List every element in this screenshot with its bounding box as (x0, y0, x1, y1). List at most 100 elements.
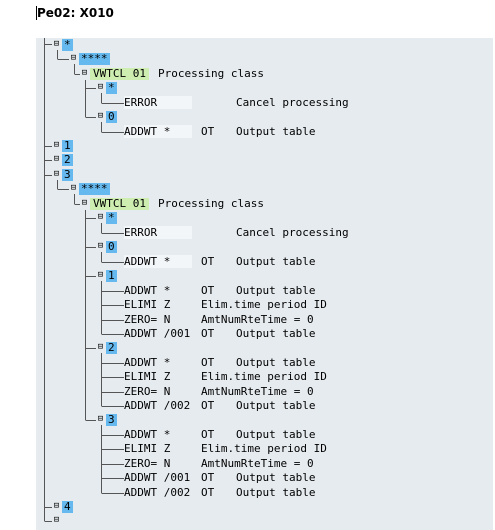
tree-leaf-addwt-001[interactable]: ADDWT /001 OT Output table (124, 327, 315, 340)
leaf-code: OT (201, 356, 215, 369)
collapse-icon[interactable]: ⊟ (81, 198, 88, 208)
collapse-icon[interactable]: ⊟ (97, 111, 104, 121)
field-name: ZERO= N (124, 457, 171, 470)
tree-node-0[interactable]: ⊟0 (96, 240, 117, 253)
field-name: ELIMI Z (124, 442, 171, 455)
tree-node-star[interactable]: ⊟* (96, 211, 117, 224)
leaf-text: Output table (236, 471, 316, 484)
leaf-text: Elim.time period ID (201, 442, 327, 455)
tree-node-star[interactable]: ⊟* (52, 38, 73, 51)
tree-leaf-zero[interactable]: ZERO= N AmtNumRteTime = 0 (124, 457, 314, 470)
leaf-text: Elim.time period ID (201, 298, 327, 311)
node-key: * (106, 80, 117, 94)
node-key: 2 (106, 340, 117, 354)
leaf-text: Output table (236, 356, 316, 369)
leaf-text: Output table (236, 399, 316, 412)
tree-leaf-addwt[interactable]: ADDWT * OT Output table (124, 125, 315, 138)
leaf-text: Output table (236, 125, 316, 138)
leaf-text: Output table (236, 486, 316, 499)
leaf-text: Output table (236, 327, 316, 340)
leaf-code: OT (201, 486, 215, 499)
leaf-text: AmtNumRteTime = 0 (201, 313, 314, 326)
page-title: Pe02: X010 (37, 6, 114, 20)
leaf-text: AmtNumRteTime = 0 (201, 457, 314, 470)
collapse-icon[interactable]: ⊟ (97, 241, 104, 251)
tree-node-stars[interactable]: ⊟**** (69, 182, 110, 195)
collapse-icon[interactable]: ⊟ (97, 82, 104, 92)
leaf-text: Output table (236, 255, 316, 268)
tree-leaf-elimi[interactable]: ELIMI Z Elim.time period ID (124, 370, 327, 383)
leaf-text: Output table (236, 428, 316, 441)
tree-node-3[interactable]: ⊟3 (96, 413, 117, 426)
field-name: ADDWT /001 (124, 471, 191, 484)
field-name: ADDWT * (124, 428, 171, 441)
node-key: 3 (106, 412, 117, 426)
collapse-icon[interactable]: ⊟ (53, 169, 60, 179)
node-key: **** (79, 181, 110, 195)
tree-node-1[interactable]: ⊟1 (96, 269, 117, 282)
tree-node-processing-class[interactable]: ⊟VWTCL 01 Processing class (80, 67, 264, 80)
collapse-icon[interactable]: ⊟ (97, 342, 104, 352)
node-key: 0 (106, 239, 117, 253)
field-name: ERROR (124, 96, 192, 109)
field-name: ELIMI Z (124, 370, 171, 383)
node-key: 0 (106, 109, 117, 123)
node-key: 1 (106, 268, 117, 282)
tree-node-2[interactable]: ⊟2 (96, 341, 117, 354)
tree-node-3[interactable]: ⊟3 (52, 168, 73, 181)
collapse-icon[interactable]: ⊟ (97, 212, 104, 222)
leaf-code: OT (201, 399, 215, 412)
tree-node-0[interactable]: ⊟0 (96, 110, 117, 123)
node-key: 3 (62, 167, 73, 181)
collapse-icon[interactable]: ⊟ (81, 68, 88, 78)
collapse-icon[interactable]: ⊟ (53, 515, 60, 525)
tree-node-4[interactable]: ⊟4 (52, 500, 73, 513)
tree-node-stars[interactable]: ⊟**** (69, 52, 110, 65)
leaf-text: Elim.time period ID (201, 370, 327, 383)
leaf-code: OT (201, 327, 215, 340)
collapse-icon[interactable]: ⊟ (53, 39, 60, 49)
text-cursor (36, 6, 37, 20)
class-code: VWTCL 01 (90, 67, 149, 80)
tree-node-1[interactable]: ⊟1 (52, 139, 73, 152)
node-key: **** (79, 51, 110, 65)
collapse-icon[interactable]: ⊟ (97, 414, 104, 424)
collapse-icon[interactable]: ⊟ (70, 183, 77, 193)
field-name: ZERO= N (124, 385, 171, 398)
field-name: ADDWT * (124, 284, 171, 297)
node-key: 1 (62, 138, 73, 152)
tree-node-2[interactable]: ⊟2 (52, 153, 73, 166)
leaf-text: Cancel processing (236, 226, 349, 239)
collapse-icon[interactable]: ⊟ (97, 270, 104, 280)
tree-node-star[interactable]: ⊟* (96, 81, 117, 94)
node-key: * (106, 210, 117, 224)
leaf-code: OT (201, 125, 215, 138)
tree-node-9[interactable]: ⊟ (52, 514, 66, 527)
tree-leaf-addwt[interactable]: ADDWT * OT Output table (124, 255, 315, 268)
class-code: VWTCL 01 (90, 197, 149, 210)
field-name: ADDWT /001 (124, 327, 191, 340)
leaf-code: OT (201, 255, 215, 268)
collapse-icon[interactable]: ⊟ (53, 140, 60, 150)
collapse-icon[interactable]: ⊟ (70, 53, 77, 63)
tree-leaf-elimi[interactable]: ELIMI Z Elim.time period ID (124, 442, 327, 455)
field-name: ADDWT * (124, 125, 192, 138)
class-text: Processing class (157, 67, 264, 80)
field-name: ADDWT * (124, 255, 192, 268)
collapse-icon[interactable]: ⊟ (53, 154, 60, 164)
field-name: ADDWT /002 (124, 399, 191, 412)
collapse-icon[interactable]: ⊟ (53, 501, 60, 511)
node-key: * (62, 37, 73, 51)
tree-leaf-addwt-002[interactable]: ADDWT /002 OT Output table (124, 399, 315, 412)
